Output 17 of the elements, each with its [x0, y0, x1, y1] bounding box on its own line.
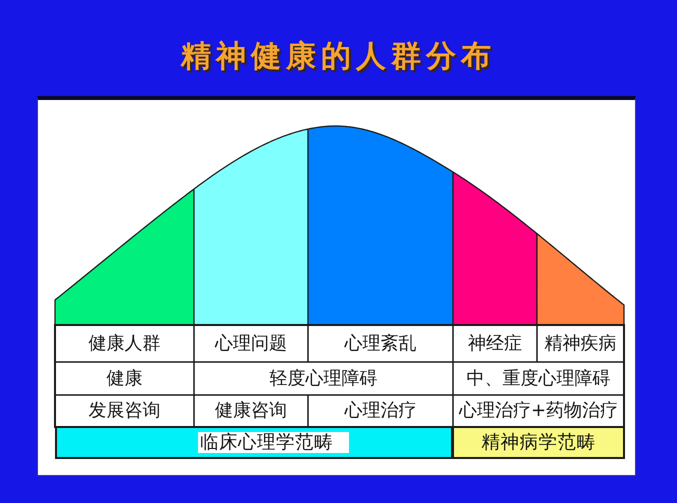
disorder-level-label: 健康 [106, 368, 142, 388]
discipline-band [452, 426, 625, 459]
intervention-label: 健康咨询 [215, 400, 287, 421]
intervention-label: 发展咨询 [88, 400, 160, 421]
population-group-label: 精神疾病 [544, 332, 616, 354]
intervention-label: 心理治疗+药物治疗 [458, 400, 618, 421]
population-group-label: 心理紊乱 [344, 332, 416, 354]
disorder-level-label: 轻度心理障碍 [270, 368, 378, 388]
intervention-label: 心理治疗 [344, 400, 416, 421]
disorder-level-label: 中、重度心理障碍 [466, 368, 610, 388]
band-label: 精神病学范畴 [482, 432, 596, 453]
population-group-label: 神经症 [468, 332, 522, 354]
population-group-label: 健康人群 [88, 332, 160, 354]
page-title: 精神健康的人群分布 [181, 39, 496, 75]
population-group-label: 心理问题 [215, 332, 287, 354]
discipline-band [55, 426, 453, 459]
band-label: 临床心理学范畴 [198, 432, 349, 453]
